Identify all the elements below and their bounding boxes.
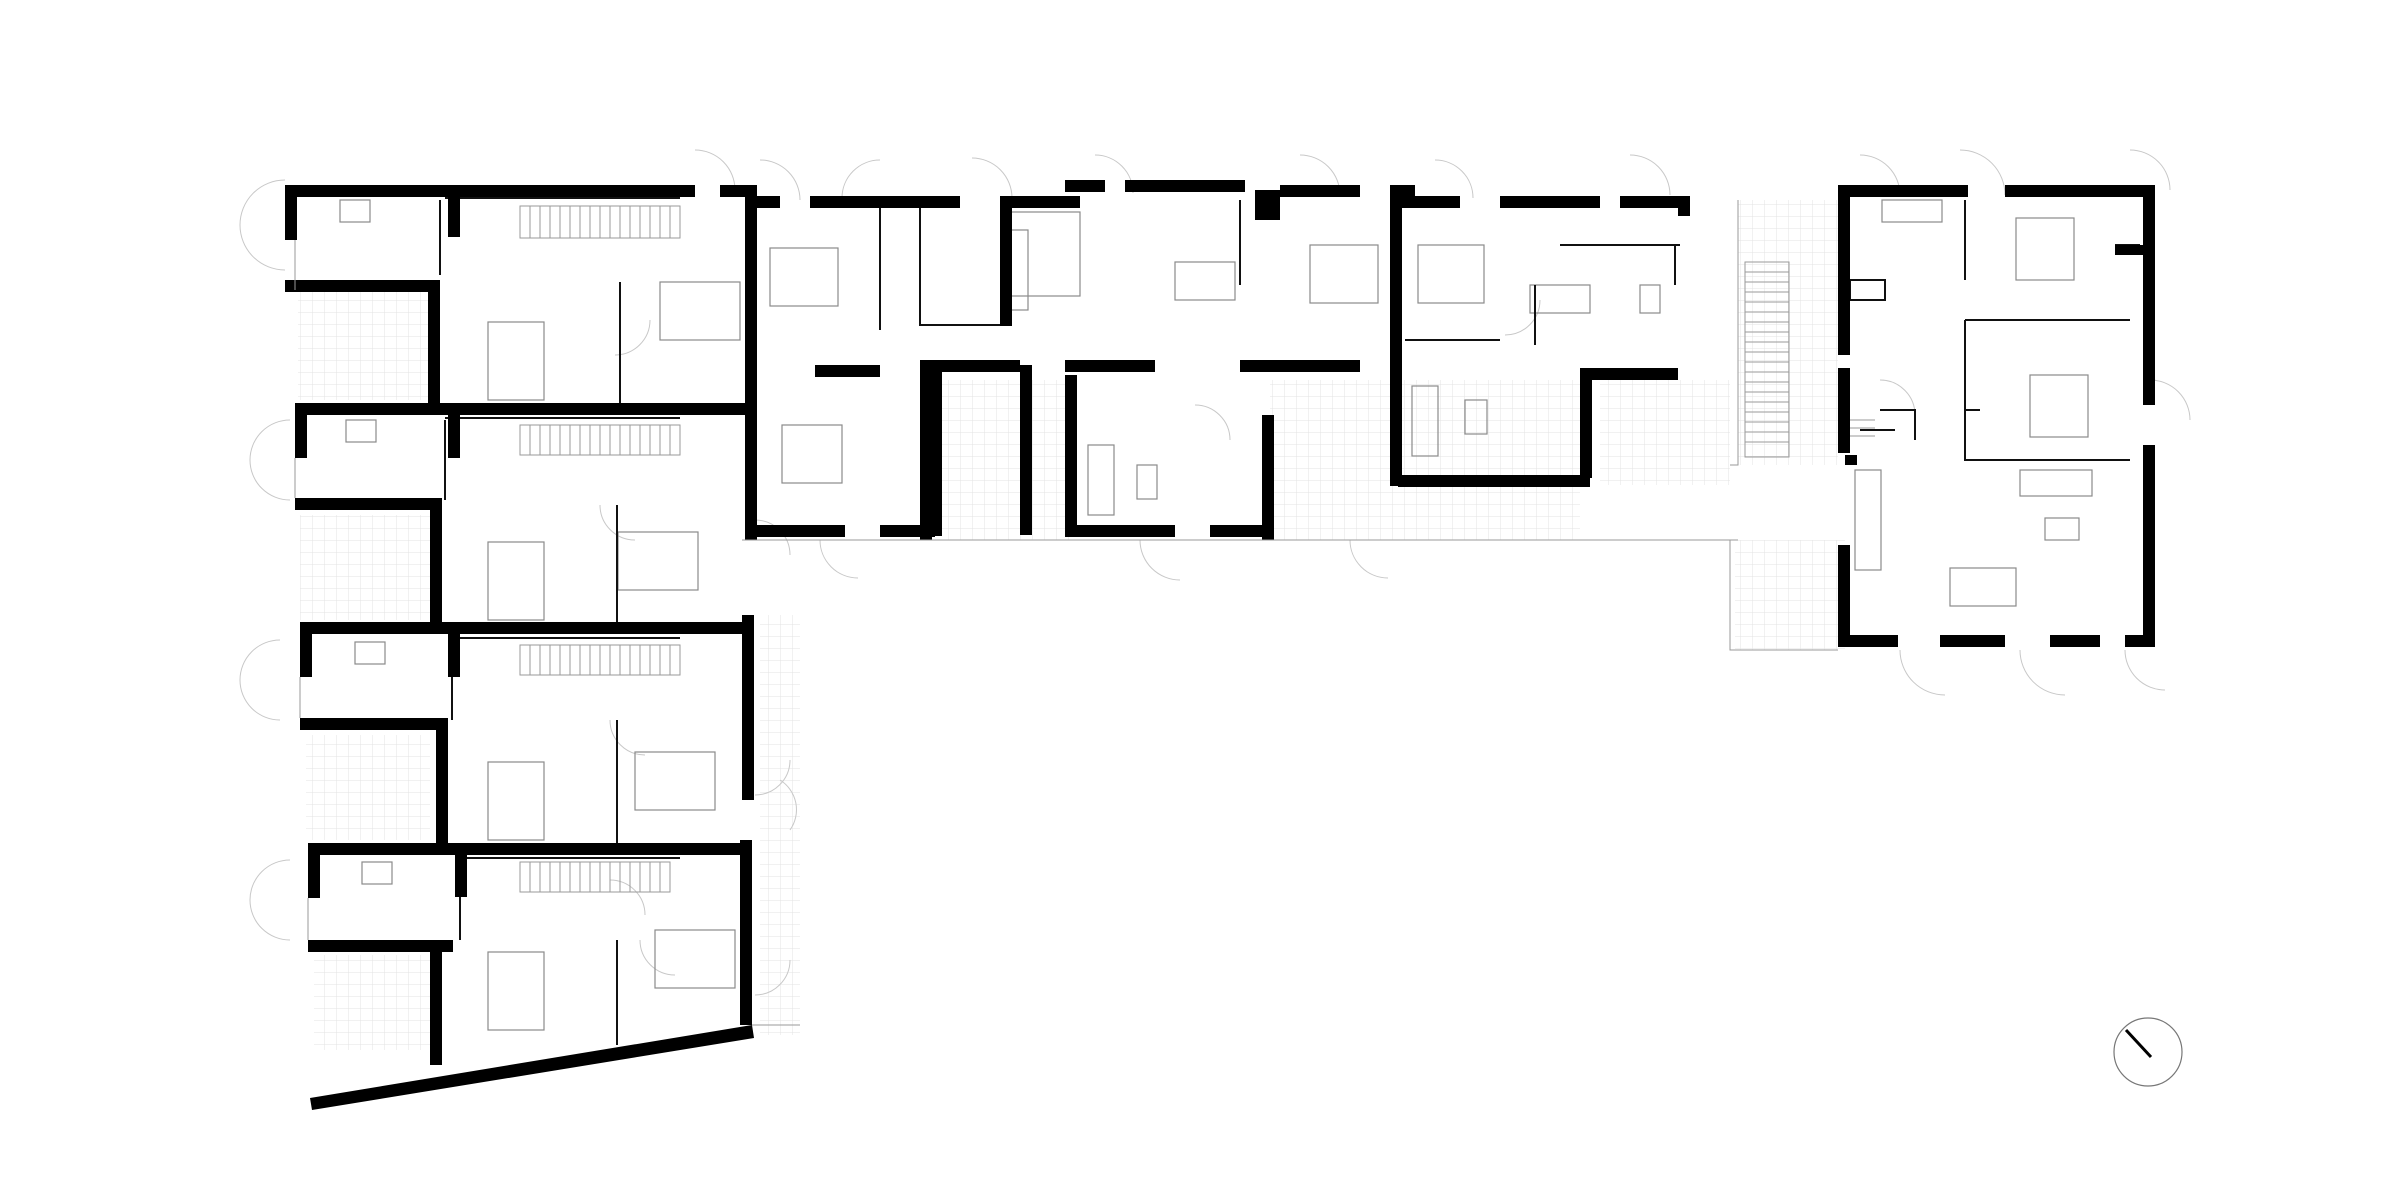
door-swings xyxy=(239,149,2191,996)
interior-partitions xyxy=(439,197,2140,1045)
site-lines xyxy=(294,200,1875,1026)
stairs xyxy=(519,205,1790,893)
north-arrow-icon xyxy=(2113,1017,2183,1087)
structural-walls xyxy=(285,180,2155,1110)
furniture xyxy=(339,199,2093,1031)
